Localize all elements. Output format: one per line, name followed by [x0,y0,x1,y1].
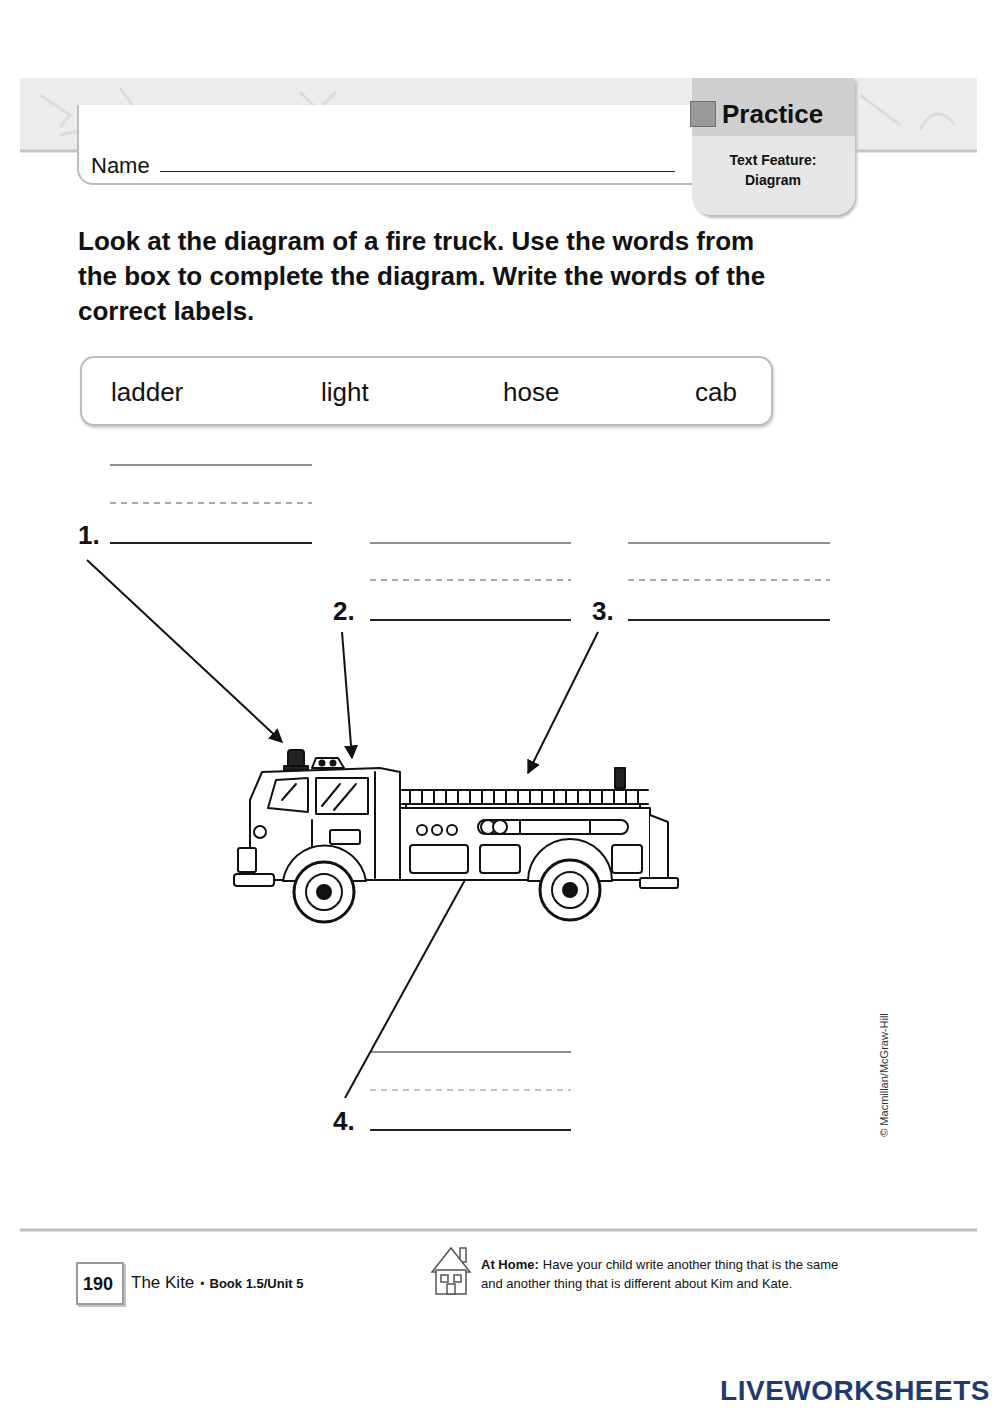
fire-truck [493,820,507,834]
fire-truck [410,845,468,873]
practice-icon [690,101,716,127]
answer-lines [370,1090,571,1091]
copyright-note: © Macmillan/McGraw-Hill [877,1000,891,1150]
answer-lines [628,542,830,543]
house-icon [441,1275,448,1282]
answer-lines [370,1129,571,1131]
fire-truck [589,820,591,834]
fire-truck [639,804,641,808]
fire-truck [331,761,336,766]
callout-number: 3. [592,596,614,626]
word-choice: light [321,377,369,407]
footer-rule [20,1230,977,1231]
house-icon [436,1270,466,1294]
story-title: The Kite [131,1273,194,1292]
name-line [160,171,675,172]
callout-number: 2. [333,596,355,626]
fire-truck [447,825,457,835]
fire-truck [312,758,344,768]
house-icon [432,1248,470,1294]
at-home-heading: At Home: [481,1257,539,1272]
fire-truck [480,845,520,873]
name-label: Name [91,153,150,179]
home-text-group: At Home:Have your child write another th… [481,1255,859,1293]
answer-lines [628,619,830,621]
answer-lines [110,464,312,465]
fire-truck [410,790,638,804]
fire-truck [306,874,342,910]
word-choice: ladder [111,377,183,407]
fire-truck [330,830,360,844]
answer-lines [370,1051,571,1052]
fire-truck [374,772,376,878]
leader-line [528,632,598,773]
fire-truck [234,750,678,922]
fire-truck [432,825,442,835]
answer-lines [370,619,571,621]
fire-truck [417,825,427,835]
fire-truck [320,761,325,766]
fire-truck [519,820,521,834]
house-icon [432,1248,470,1272]
fire-truck [268,778,308,812]
foot-text-group: The Kite • Book 1.5/Unit 5 [131,1272,303,1295]
fire-truck [282,784,356,810]
house-icon [454,1275,461,1282]
callout-number: 1. [78,520,100,550]
answer-lines [370,580,571,581]
fire-truck [234,874,274,886]
fire-truck [402,789,648,791]
fire-truck [540,860,600,920]
word-box: ladder light hose cab [80,356,773,426]
answer-lines [110,542,312,544]
leader-line [342,632,352,758]
fire-truck [317,885,331,899]
fire-truck [402,803,648,805]
page-number: 190 [78,1273,118,1295]
footer-rule [20,1229,977,1232]
fire-truck [238,848,256,872]
answer-lines [370,542,571,543]
fire-truck [254,826,266,838]
fire-truck [640,878,678,888]
word-choice: cab [695,377,737,407]
house-icon [447,1284,455,1294]
leader-line [87,560,282,742]
fire-truck [294,862,354,922]
book-unit: Book 1.5/Unit 5 [210,1276,304,1291]
fire-truck [650,815,668,880]
fire-truck [612,845,642,873]
answer-lines [110,465,830,1130]
practice-tab: PracticeText Feature: Diagram [692,78,855,215]
text-feature-label: Text Feature: Diagram [718,150,828,190]
fire-truck [316,778,368,814]
page-number-box: 190 [76,1262,124,1305]
watermark: LIVEWORKSHEETS [720,1375,990,1407]
fire-truck [398,808,650,880]
fire-truck [563,883,577,897]
fire-truck [478,820,628,834]
answer-lines [110,503,312,504]
fire-truck [552,872,588,908]
answer-lines [628,580,830,581]
instructions: Look at the diagram of a fire truck. Use… [78,224,793,329]
name-box: Name [77,105,692,185]
callout-number: 4. [333,1106,355,1136]
separator-dot: • [200,1277,204,1291]
fire-truck [405,804,407,808]
practice-heading: Practice [722,99,823,129]
fire-truck [615,768,625,788]
word-choice: hose [503,377,559,407]
fire-truck [284,766,308,770]
